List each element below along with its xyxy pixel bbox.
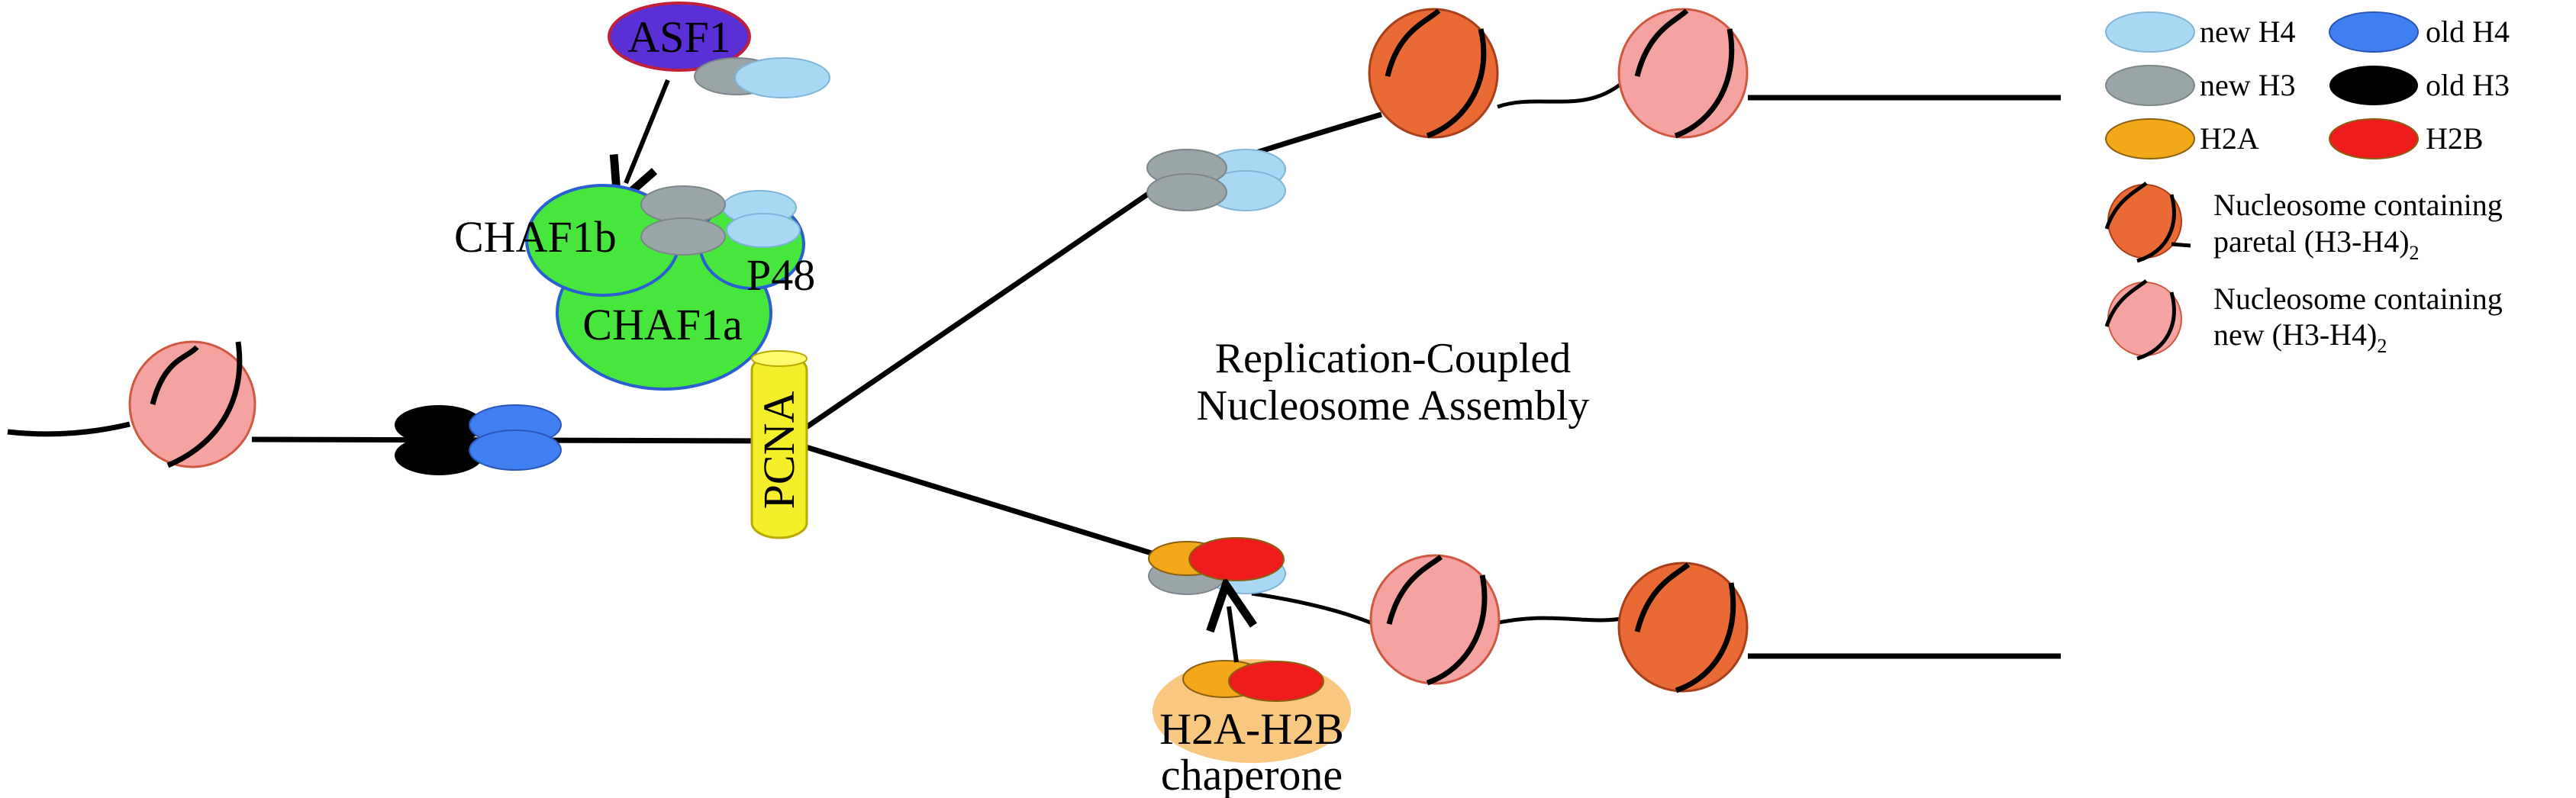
nucleosome-parental-upper (1368, 8, 1499, 139)
dna-daughter-lower (785, 438, 1165, 560)
legend-old-h4-label: old H4 (2426, 14, 2510, 49)
chaf1b-label: CHAF1b (454, 212, 617, 262)
legend-new-nucleosome-swatch (2104, 279, 2182, 361)
chaperone-label-line2: chaperone (1161, 750, 1343, 798)
old-histone-tetramer (395, 404, 562, 475)
legend-parental-line1: Nucleosome containing (2213, 188, 2503, 222)
dna-upper-linker (1497, 75, 1631, 109)
legend-old-h3-label: old H3 (2426, 68, 2510, 102)
legend-h2b-label: H2B (2426, 121, 2484, 156)
new-h4-histone (726, 213, 801, 248)
nucleosome-new-upper (1617, 8, 1749, 139)
asf1-to-chaf1-arrow (626, 79, 670, 183)
legend-old-h3-swatch (2329, 66, 2418, 105)
legend-old-h4-swatch (2329, 11, 2419, 53)
legend-new-h3-label: new H3 (2200, 68, 2296, 102)
title-line2: Nucleosome Assembly (1197, 382, 1590, 430)
asf1-protein (608, 2, 751, 72)
legend-h2a-swatch (2105, 118, 2195, 159)
h2b-histone (1228, 661, 1324, 702)
h2b-histone (1188, 537, 1285, 581)
asf1-complex: ASF1 (608, 2, 830, 98)
legend-new-line1: Nucleosome containing (2213, 282, 2503, 316)
legend-h2b-swatch (2329, 118, 2419, 159)
diagram-title: Replication-Coupled Nucleosome Assembly (1197, 335, 1590, 430)
chaf1a-label: CHAF1a (582, 300, 742, 349)
new-h3-histone (640, 217, 726, 256)
old-h3-histone (395, 405, 483, 445)
legend-parental-line2: paretal (H3-H4)2 (2213, 224, 2420, 264)
legend-new-h4-swatch (2105, 11, 2195, 53)
pcna-label: PCNA (754, 391, 804, 510)
dna-strands (7, 75, 2061, 659)
legend-new-subscript: 2 (2377, 335, 2387, 357)
legend-h2a-label: H2A (2200, 121, 2259, 156)
legend-parental-subscript: 2 (2410, 242, 2420, 264)
lower-octamer (1148, 537, 1286, 595)
chaperone-label-line1: H2A-H2B (1159, 704, 1344, 754)
chaperone-to-octamer-arrow (1229, 607, 1236, 663)
pcna-clamp: PCNA (750, 350, 808, 539)
legend-new-h4-label: new H4 (2200, 14, 2296, 49)
legend: new H4 old H4 new H3 old H3 H2A H2B Nucl… (2104, 11, 2510, 361)
old-h4-histone (469, 430, 562, 471)
new-h3-histone (1146, 173, 1227, 211)
title-line1: Replication-Coupled (1215, 335, 1572, 382)
legend-new-h3-swatch (2105, 65, 2195, 106)
chaf1-complex: CHAF1b P48 CHAF1a (454, 184, 815, 391)
dna-lower-linker-1 (1251, 591, 1378, 628)
nucleosome-parental-lower (1617, 561, 1749, 693)
old-h3-histone (395, 436, 483, 475)
new-h4-histone (734, 57, 830, 98)
nucleosome-new-lower (1369, 554, 1501, 686)
legend-parental-line2-text: paretal (H3-H4) (2213, 224, 2410, 259)
legend-new-line2: new (H3-H4)2 (2213, 317, 2387, 357)
p48-label: P48 (746, 250, 815, 300)
legend-new-line2-text: new (H3-H4) (2213, 317, 2377, 352)
upper-new-tetramer (1146, 149, 1286, 211)
new-h3-histone (640, 185, 726, 224)
nucleosome-new-left (128, 340, 256, 468)
h2a-h2b-chaperone-complex: H2A-H2B chaperone (1153, 659, 1351, 798)
dna-lower-linker-2 (1491, 616, 1627, 626)
asf1-label: ASF1 (627, 12, 730, 62)
legend-parental-nucleosome-swatch (2104, 182, 2191, 263)
